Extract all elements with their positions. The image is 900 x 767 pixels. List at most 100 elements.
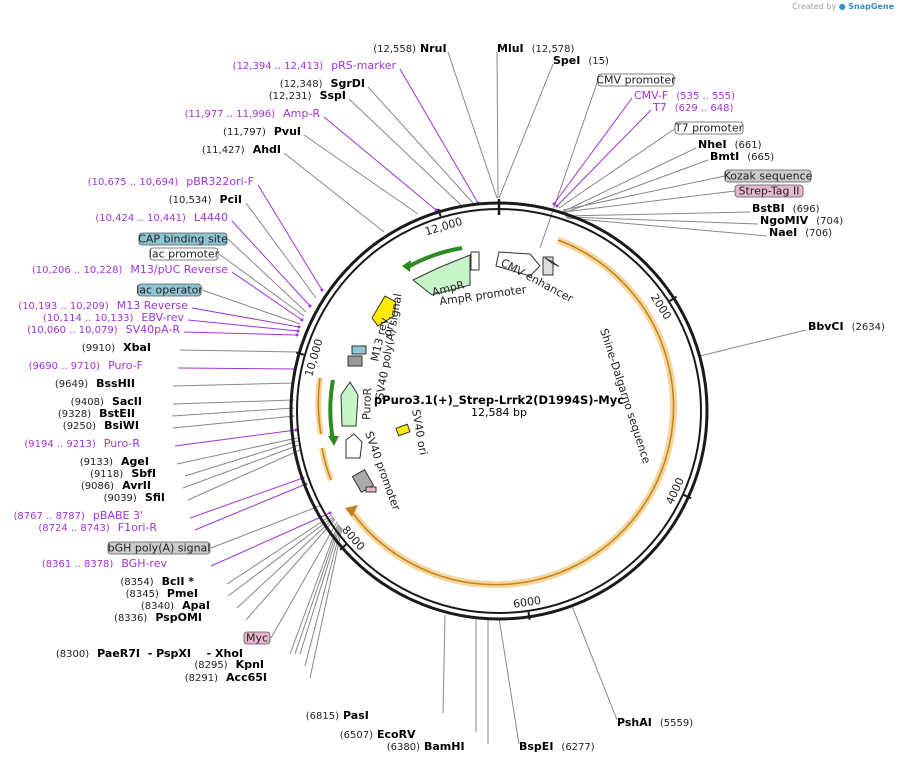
tick-mark-2 — [527, 611, 531, 620]
primer-site-l15 — [295, 333, 299, 337]
puro-orf-arc-2-line — [321, 447, 332, 481]
primer-site-t1 — [552, 202, 556, 206]
site-name-l31: BclI * — [162, 575, 195, 588]
leader-line-l29 — [210, 504, 323, 549]
site-name-l39: KpnI — [236, 658, 264, 671]
feature-tag-box — [137, 283, 202, 297]
site-name-r10: BspEI — [519, 740, 553, 753]
site-name-l1: SgrDI — [331, 77, 365, 90]
green-arc-top-arrowhead — [402, 260, 411, 272]
site-pos-l23: (9133) — [80, 457, 113, 468]
feature-tag-box — [107, 541, 211, 555]
site-name-l23: AgeI — [121, 455, 149, 468]
feature-hatch-marks — [544, 257, 560, 267]
site-name-l24: SbfI — [131, 467, 156, 480]
leader-line-l7 — [245, 202, 317, 299]
feature-tag-label: Strep-Tag II — [739, 185, 800, 198]
site-pos-l39: (8295) — [194, 660, 227, 671]
feature-tag-label: Kozak sequence — [724, 170, 813, 183]
site-name-l6: pBR322ori-F — [186, 175, 254, 188]
site-pos-l5: (11,427) — [202, 145, 245, 156]
site-pos-l13: (10,193 .. 10,209) — [18, 301, 109, 312]
primer-site-l30 — [328, 511, 332, 515]
myc-tag-box — [365, 486, 377, 493]
site-name-r3: NheI — [698, 138, 727, 151]
leader-line-t5 — [563, 190, 736, 213]
site-name-r1: MluI — [497, 42, 524, 55]
green-arc-left — [328, 379, 335, 441]
primer-site-l8 — [308, 304, 312, 308]
leader-line-l17 — [177, 367, 296, 370]
leader-line-t3 — [558, 127, 677, 209]
cmv-promoter-box — [542, 256, 554, 276]
puro-orf-arc-1-line — [317, 377, 322, 435]
sv40-promoter-arrow — [345, 433, 363, 459]
feature-labels: NruI(12,558)MluI(12,578)SpeI(15)NheI(661… — [14, 42, 885, 753]
leader-line-l15 — [183, 331, 298, 336]
site-pos-l15: (10,060 .. 10,079) — [27, 325, 118, 336]
leader-line-r13 — [442, 614, 446, 714]
primer-site-l3 — [434, 208, 438, 212]
primer-site-l13 — [297, 325, 301, 329]
leader-line-l21 — [172, 415, 296, 429]
leader-line-l30 — [210, 512, 331, 567]
feature-tag-l12: lac operator — [136, 284, 203, 297]
leader-line-l36 — [289, 523, 339, 655]
site-name-l5: AhdI — [253, 143, 281, 156]
site-pos-l6: (10,675 .. 10,694) — [88, 177, 179, 188]
leader-line-l34 — [245, 518, 336, 621]
site-pos-l3: (11,977 .. 11,996) — [185, 109, 276, 120]
site-name-l13: M13 Reverse — [117, 299, 188, 312]
label-leader-lines — [171, 51, 807, 745]
leader-line-l22 — [174, 429, 297, 447]
tick-mark-3 — [339, 543, 347, 551]
feature-tag-l35: Myc — [243, 632, 271, 645]
site-name-r9: PshAI — [617, 716, 652, 729]
green-arc-left-arrowhead — [328, 436, 339, 446]
leader-line-l9 — [227, 238, 307, 313]
leader-line-r2 — [498, 63, 554, 199]
lac-operator-box — [351, 345, 367, 355]
site-name-l16: XbaI — [123, 341, 151, 354]
site-name-l20: BstEII — [99, 407, 135, 420]
site-name-l4: PvuI — [274, 125, 301, 138]
inner-label-7: SV40 ori — [409, 408, 430, 456]
site-pos-r6: (704) — [816, 216, 843, 227]
site-name-t2: T7 — [652, 101, 667, 114]
site-name-l21: BsiWI — [104, 419, 139, 432]
site-pos-l25: (9086) — [81, 481, 114, 492]
leader-line-t1 — [553, 97, 633, 205]
inner-label-3: ori — [381, 320, 398, 338]
site-name-l15: SV40pA-R — [126, 323, 181, 336]
tick-label-1: 4000 — [663, 476, 686, 507]
site-pos-r8: (2634) — [852, 322, 885, 333]
feature-tag-l29: bGH poly(A) signal — [107, 541, 211, 555]
site-pos-l22: (9194 .. 9213) — [24, 439, 96, 450]
site-name-l0: pRS-marker — [331, 59, 396, 72]
leader-line-l5 — [283, 152, 385, 233]
site-pos-r12: (6507) — [340, 730, 373, 741]
site-pos-t1: (535 .. 555) — [676, 91, 735, 102]
leader-line-l14 — [187, 319, 299, 332]
site-name-r4: BmtI — [710, 150, 739, 163]
feature-tag-t5: Strep-Tag II — [734, 185, 804, 198]
primer-site-l6 — [320, 288, 324, 292]
site-pos-l31: (8354) — [120, 577, 153, 588]
tick-mark-5 — [437, 208, 442, 217]
feature-tag-label: T7 promoter — [674, 122, 744, 135]
site-pos-r1: (12,578) — [532, 44, 575, 55]
site-name-l3: Amp-R — [283, 107, 320, 120]
inner-label-8: SV40 promoter — [362, 430, 403, 513]
leader-line-l26 — [187, 449, 301, 501]
leader-line-l37 — [294, 524, 340, 655]
leader-line-l11 — [231, 271, 303, 321]
cmv-enhancer-arrow — [495, 251, 541, 277]
site-name-l40: Acc65I — [226, 671, 267, 684]
leader-line-r3 — [559, 147, 697, 214]
lrrk2-orf-arrowhead — [345, 505, 358, 517]
site-pos-l20: (9328) — [58, 409, 91, 420]
leader-line-r10 — [498, 617, 520, 745]
feature-tag-t4: Kozak sequence — [724, 170, 813, 183]
leader-line-l25 — [182, 444, 300, 489]
